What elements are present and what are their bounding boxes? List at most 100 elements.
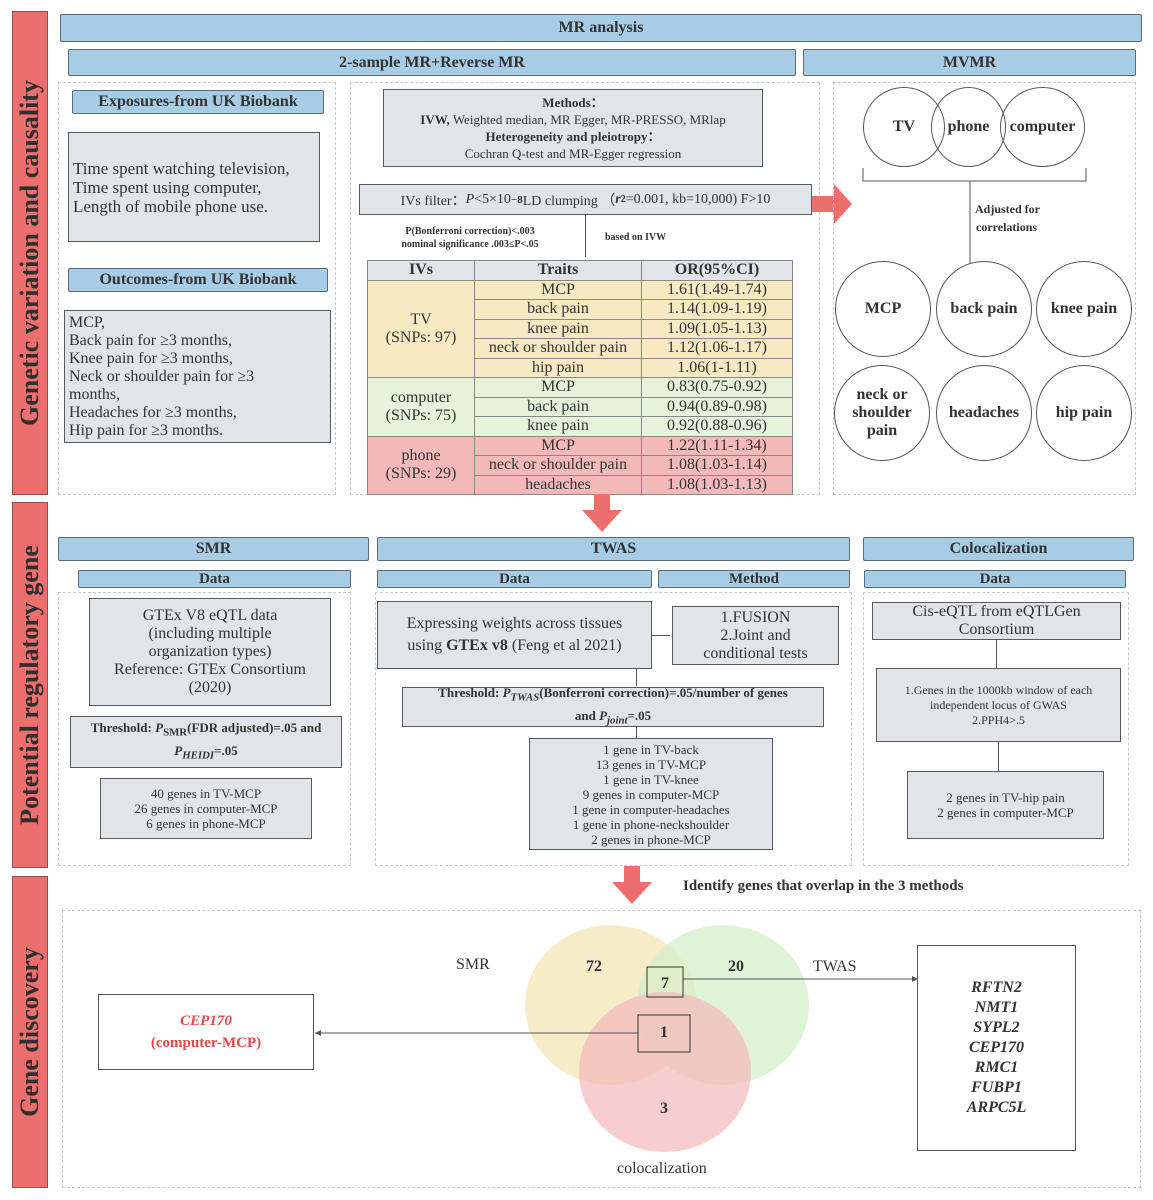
twas-data-line: Expressing weights across tissues	[406, 615, 623, 632]
mvmr-outcome-hip-pain: hip pain	[1036, 365, 1132, 461]
outcome-item: months,	[69, 385, 121, 403]
table-row: phone(SNPs: 29) MCP 1.22(1.11-1.34)	[367, 435, 793, 495]
mvmr-header: MVMR	[803, 49, 1136, 76]
outcomes-box: MCP, Back pain for ≥3 months, Knee pain …	[64, 310, 331, 443]
venn-label-coloc: colocalization	[617, 1160, 707, 1177]
outcomes-header: Outcomes-from UK Biobank	[68, 268, 328, 292]
twas-using: using	[407, 637, 447, 654]
threshold-end: =.05	[627, 708, 652, 723]
mvmr-outcome-mcp: MCP	[835, 261, 931, 357]
coloc-results-box: 2 genes in TV-hip pain 2 genes in comput…	[907, 771, 1104, 839]
mvmr-exposure-phone: phone	[931, 87, 1006, 167]
smr-header: SMR	[58, 537, 369, 561]
threshold-p: P	[502, 685, 511, 701]
venn-count-smr-only: 72	[586, 958, 602, 975]
or-cell: 1.61(1.49-1.74)	[641, 279, 793, 300]
outcome-item: Knee pain for ≥3 months,	[69, 349, 233, 367]
smr-result-line: 26 genes in computer-MCP	[134, 801, 278, 816]
or-cell: 1.08(1.03-1.14)	[641, 455, 793, 476]
threshold-sub: joint	[607, 714, 628, 727]
iv-cell-phone: phone(SNPs: 29)	[367, 435, 475, 495]
twas-gtex: GTEx v8	[446, 637, 508, 654]
adjusted-note: Adjusted for correlations	[975, 200, 1075, 236]
iv-snps: (SNPs: 75)	[385, 406, 457, 424]
arrow-down-icon	[612, 866, 652, 904]
section-label-gene-discovery: Gene discovery	[12, 876, 48, 1188]
cep170-box: CEP170 (computer-MCP)	[98, 994, 314, 1070]
methods-list-text: Weighted median, MR Egger, MR-PRESSO, MR…	[449, 112, 726, 127]
section-label-text: Genetic variation and causality	[15, 80, 44, 426]
threshold-end: =.05	[214, 743, 238, 758]
outcome-item: Hip pain for ≥3 months.	[69, 421, 224, 439]
mvmr-outcome-neck-shoulder: neck or shoulder pain	[834, 365, 930, 461]
connector-line	[636, 727, 637, 738]
trait-cell: MCP	[474, 377, 642, 398]
ivw-label: IVW,	[420, 112, 450, 127]
smr-threshold-line2: PHEIDI=.05	[174, 742, 238, 765]
iv-filter-prefix: IVs filter：	[400, 193, 466, 209]
smr-results-box: 40 genes in TV-MCP 26 genes in computer-…	[100, 778, 312, 839]
or-cell: 1.14(1.09-1.19)	[641, 299, 793, 320]
or-cell: 1.09(1.05-1.13)	[641, 318, 793, 339]
threshold-sub: TWAS	[510, 692, 540, 704]
methods-panel	[350, 82, 820, 495]
twas-method-header: Method	[658, 570, 850, 588]
twas-result-line: 1 gene in phone-neckshoulder	[572, 816, 730, 832]
twas-method-line: conditional tests	[703, 644, 808, 662]
iv-cell-tv: TV(SNPs: 97)	[367, 279, 475, 378]
outcome-item: Back pain for ≥3 months,	[69, 331, 232, 349]
or-cell: 1.22(1.11-1.34)	[641, 435, 793, 456]
outcome-item: MCP,	[69, 313, 106, 331]
or-cell: 0.83(0.75-0.92)	[641, 377, 793, 398]
trait-cell: neck or shoulder pain	[474, 455, 642, 476]
smr-threshold-box: Threshold: PSMR(FDR adjusted)=.05 and PH…	[70, 716, 342, 768]
section-label-text: Potential regulatory gene	[15, 545, 44, 825]
twas-results-box: 1 gene in TV-back 13 genes in TV-MCP 1 g…	[529, 738, 773, 850]
iv-snps: (SNPs: 97)	[385, 328, 457, 346]
twas-ref: (Feng et al 2021)	[507, 637, 622, 654]
connector-line	[585, 215, 586, 257]
or-cell: 0.92(0.88-0.96)	[641, 416, 793, 437]
or-results-table: IVs Traits OR(95%CI) TV(SNPs: 97) MCP 1.…	[367, 260, 793, 495]
significance-note: P(Bonferroni correction)<.003 nominal si…	[370, 225, 570, 251]
heterogeneity-title: Heterogeneity and pleiotropy：	[485, 129, 661, 144]
or-cell: 1.12(1.06-1.17)	[641, 338, 793, 359]
header-traits: Traits	[474, 260, 642, 281]
twas-data-line: using GTEx v8 (Feng et al 2021)	[407, 635, 621, 657]
trait-cell: hip pain	[474, 357, 642, 378]
iv-filter-p-threshold: <5×10	[474, 191, 511, 207]
twas-method-box: 1.FUSION 2.Joint and conditional tests	[672, 606, 839, 665]
smr-data-line: GTEx V8 eQTL data	[142, 607, 278, 624]
threshold-mid: (FDR adjusted)=.05 and	[187, 720, 322, 736]
heterogeneity-list: Cochran Q-test and MR-Egger regression	[464, 146, 682, 161]
exposures-box: Time spent watching television, Time spe…	[68, 132, 320, 242]
trait-cell: back pain	[474, 396, 642, 417]
venn-count-all-three: 1	[660, 1024, 668, 1041]
coloc-result-line: 2 genes in TV-hip pain	[946, 790, 1065, 805]
mr-analysis-header: MR analysis	[60, 14, 1142, 42]
table-header-row: IVs Traits OR(95%CI)	[367, 260, 793, 281]
coloc-header: Colocalization	[863, 537, 1134, 561]
header-or: OR(95%CI)	[641, 260, 793, 281]
trait-cell: knee pain	[474, 416, 642, 437]
iv-filter-ld: LD clumping （	[522, 193, 616, 209]
arrow-right-icon	[812, 184, 852, 224]
iv-snps: (SNPs: 29)	[385, 465, 457, 483]
twas-result-line: 2 genes in phone-MCP	[591, 831, 711, 847]
methods-title: Methods：	[542, 95, 604, 110]
smr-data-line: Reference: GTEx Consortium	[114, 661, 306, 678]
smr-result-line: 6 genes in phone-MCP	[146, 816, 266, 831]
methods-box: Methods： IVW, Weighted median, MR Egger,…	[383, 89, 763, 167]
threshold-p: P	[174, 743, 183, 758]
threshold-p: P	[155, 720, 164, 736]
iv-name: phone	[401, 447, 441, 465]
table-row: TV(SNPs: 97) MCP 1.61(1.49-1.74)	[367, 279, 793, 378]
twas-result-line: 13 genes in TV-MCP	[595, 756, 707, 772]
gene-name: CEP170	[968, 1039, 1025, 1056]
smr-data-header: Data	[78, 570, 351, 588]
